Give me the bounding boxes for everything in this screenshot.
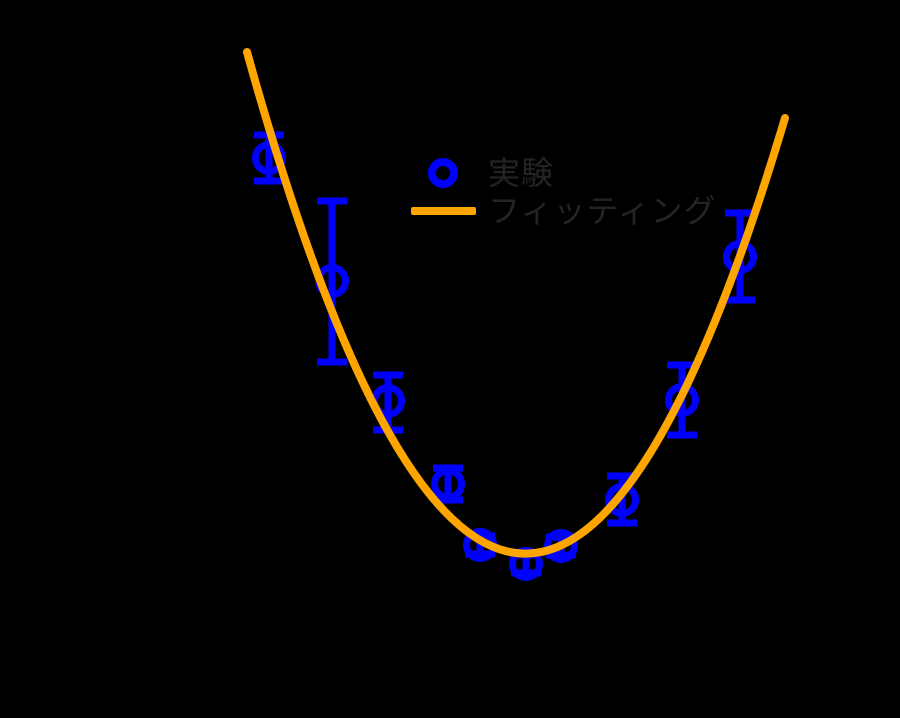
legend-label-experiment: 実験 (488, 155, 555, 191)
data-point (431, 464, 465, 504)
legend: 実験 フィッティング (408, 154, 716, 230)
data-marker-circle (605, 483, 639, 517)
legend-sample-fitting (408, 207, 478, 215)
legend-label-fitting: フィッティング (488, 193, 717, 229)
data-marker-circle (723, 240, 757, 274)
fit-line-icon (410, 207, 476, 215)
data-marker-circle (252, 141, 286, 175)
legend-item-fitting: フィッティング (408, 192, 716, 230)
data-point (371, 371, 405, 434)
legend-item-experiment: 実験 (408, 154, 716, 192)
legend-sample-experiment (408, 158, 478, 188)
fit-curve (243, 48, 789, 558)
data-marker-circle (544, 529, 578, 563)
data-point (315, 197, 349, 366)
data-marker-circle (431, 467, 465, 501)
open-circle-marker-icon (428, 158, 458, 188)
data-point (252, 131, 286, 185)
